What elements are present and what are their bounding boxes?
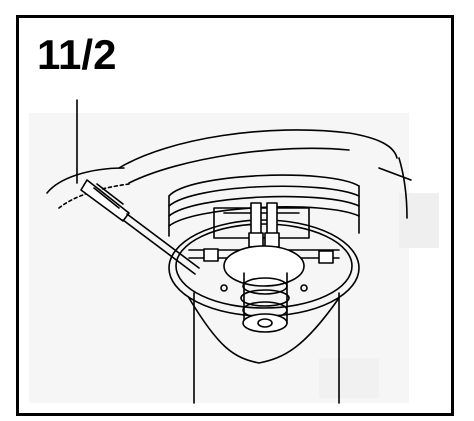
figure-frame: 11/2 xyxy=(16,15,454,416)
wheel-hub-screwdriver-icon xyxy=(29,99,439,404)
step-number: 11/2 xyxy=(37,31,117,78)
